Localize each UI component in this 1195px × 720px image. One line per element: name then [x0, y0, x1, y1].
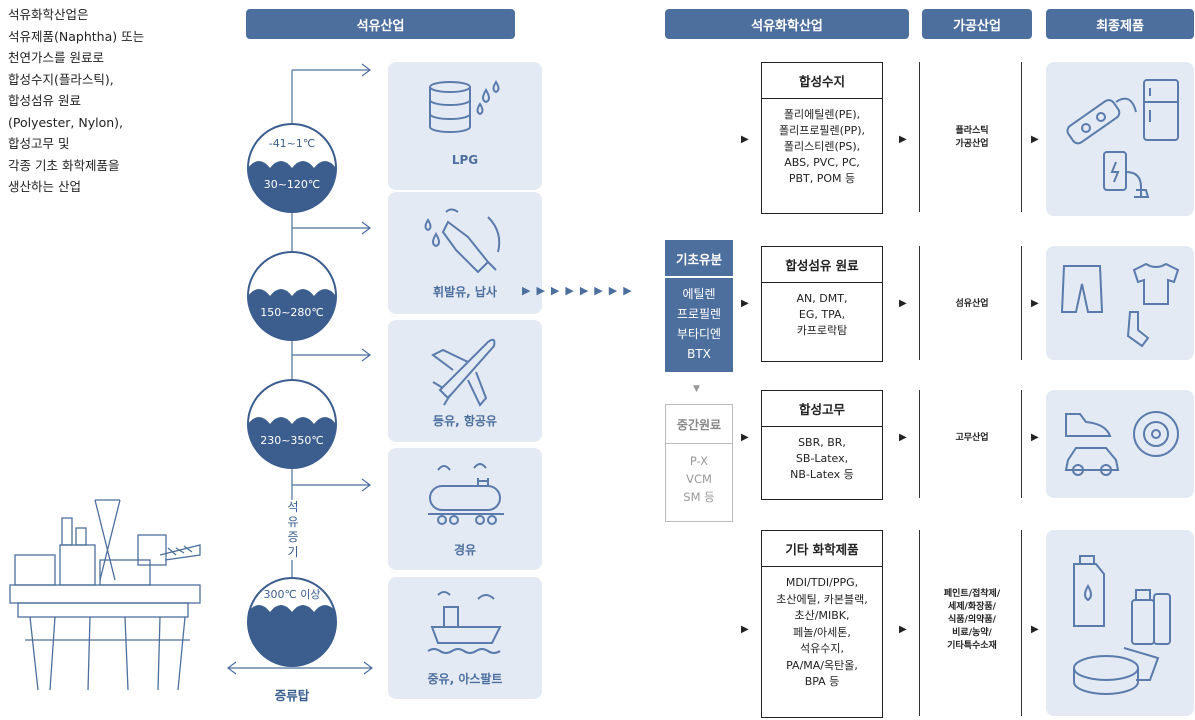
temp-top-upper: -41~1℃ — [268, 137, 316, 150]
intermediate-box: 중간원료 P-X VCM SM 등 — [665, 404, 733, 522]
clothing-icon — [1060, 262, 1180, 348]
category-title: 합성고무 — [762, 391, 882, 427]
divider — [919, 246, 920, 360]
oil-product-kerosene-jetfuel: 등유, 항공유 — [433, 414, 497, 428]
arrow-into-fiber-icon: ▶ — [741, 298, 749, 309]
final-panel-fibers — [1046, 246, 1194, 360]
divider — [919, 390, 920, 498]
oil-product-panel-gasoline — [388, 192, 542, 314]
divider — [1021, 246, 1022, 360]
oil-product-heavy-asphalt: 중유, 아스팔트 — [427, 672, 503, 686]
arrow-into-rubber-icon: ▶ — [741, 432, 749, 443]
appliances-icon — [1066, 79, 1179, 198]
category-box-rubber: 합성고무 SBR, BR, SB-Latex, NB-Latex 등 — [761, 390, 883, 500]
oil-product-diesel: 경유 — [453, 543, 477, 557]
oil-product-panel-heavy — [388, 577, 542, 699]
arrow-to-final-icon: ▶ — [1031, 432, 1039, 443]
oil-vapor-label: 석 유 증 기 — [283, 500, 303, 560]
shoe-car-tire-icon — [1064, 411, 1179, 476]
header-petrochem-industry: 석유화학산업 — [665, 9, 909, 39]
distillation-tower-label: 증류탑 — [274, 688, 310, 703]
header-oil-industry: 석유산업 — [246, 9, 515, 39]
intermediate-items: P-X VCM SM 등 — [683, 454, 715, 504]
industry-plastic: 플라스틱 가공산업 — [955, 126, 989, 149]
lpg-tank-icon — [429, 80, 500, 133]
down-arrow-icon: ▼ — [693, 384, 700, 394]
category-body: 폴리에틸렌(PE), 폴리프로필렌(PP), 폴리스티렌(PS), ABS, P… — [778, 108, 866, 185]
temp-top-lower: 30~120℃ — [263, 178, 321, 191]
temp-2: 150~280℃ — [260, 306, 324, 319]
divider — [1021, 62, 1022, 212]
arrow-to-processing-icon: ▶ — [899, 134, 907, 145]
divider — [1021, 530, 1022, 716]
arrow-into-other-icon: ▶ — [741, 624, 749, 635]
basic-fraction-items: 에틸렌 프로필렌 부타디엔 BTX — [665, 278, 733, 372]
category-title: 기타 화학제품 — [762, 531, 882, 567]
arrow-to-final-icon: ▶ — [1031, 624, 1039, 635]
industry-rubber: 고무산업 — [955, 433, 989, 443]
oil-product-panel-diesel — [388, 448, 542, 570]
arrow-to-processing-icon: ▶ — [899, 432, 907, 443]
oil-product-panel-kerosene — [388, 320, 542, 442]
header-final-products: 최종제품 — [1046, 9, 1194, 39]
divider — [919, 530, 920, 716]
final-panel-specialty — [1046, 530, 1194, 716]
category-title: 합성섬유 원료 — [762, 247, 882, 283]
arrow-into-resin-icon: ▶ — [741, 134, 749, 145]
category-body: MDI/TDI/PPG, 초산에틸, 카본블랙, 초산/MIBK, 페놀/아세톤… — [776, 576, 868, 688]
oil-product-lpg: LPG — [451, 153, 479, 167]
category-body: AN, DMT, EG, TPA, 카프로락탐 — [796, 292, 848, 337]
ship-icon — [427, 591, 502, 654]
category-box-other-chem: 기타 화학제품 MDI/TDI/PPG, 초산에틸, 카본블랙, 초산/MIBK… — [761, 530, 883, 718]
naphtha-flow-arrows: ▶▶▶▶▶▶▶▶ — [522, 284, 638, 297]
basic-fraction-title: 기초유분 — [665, 240, 733, 276]
airplane-icon — [431, 338, 496, 407]
intro-text: 석유화학산업은 석유제품(Naphtha) 또는 천연가스를 원료로 합성수지(… — [8, 7, 145, 194]
divider — [919, 62, 920, 212]
oil-product-panel-lpg — [388, 62, 542, 190]
tank-car-icon — [428, 463, 504, 525]
industry-fiber: 섬유산업 — [955, 299, 989, 309]
final-panel-rubber — [1046, 390, 1194, 498]
header-processing-industry: 가공산업 — [922, 9, 1032, 39]
containers-cosmetics-icon — [1073, 555, 1171, 695]
fuel-nozzle-icon — [424, 208, 501, 274]
temp-3: 230~350℃ — [260, 434, 324, 447]
category-box-fiber: 합성섬유 원료 AN, DMT, EG, TPA, 카프로락탐 — [761, 246, 883, 362]
oil-product-gasoline-naphtha: 휘발유, 납사 — [433, 285, 497, 299]
category-body: SBR, BR, SB-Latex, NB-Latex 등 — [790, 436, 854, 481]
temp-4: 300℃ 이상 — [263, 588, 321, 601]
industry-specialty: 페인트/접착제/ 세제/화장품/ 식품/의약품/ 비료/농약/ 기타특수소재 — [943, 589, 1001, 651]
intermediate-title: 중간원료 — [666, 405, 732, 444]
arrow-to-processing-icon: ▶ — [899, 298, 907, 309]
arrow-to-final-icon: ▶ — [1031, 298, 1039, 309]
category-box-resin: 합성수지 폴리에틸렌(PE), 폴리프로필렌(PP), 폴리스티렌(PS), A… — [761, 62, 883, 214]
final-panel-plastics — [1046, 62, 1194, 216]
arrow-to-processing-icon: ▶ — [899, 624, 907, 635]
divider — [1021, 390, 1022, 498]
category-title: 합성수지 — [762, 63, 882, 99]
arrow-to-final-icon: ▶ — [1031, 134, 1039, 145]
